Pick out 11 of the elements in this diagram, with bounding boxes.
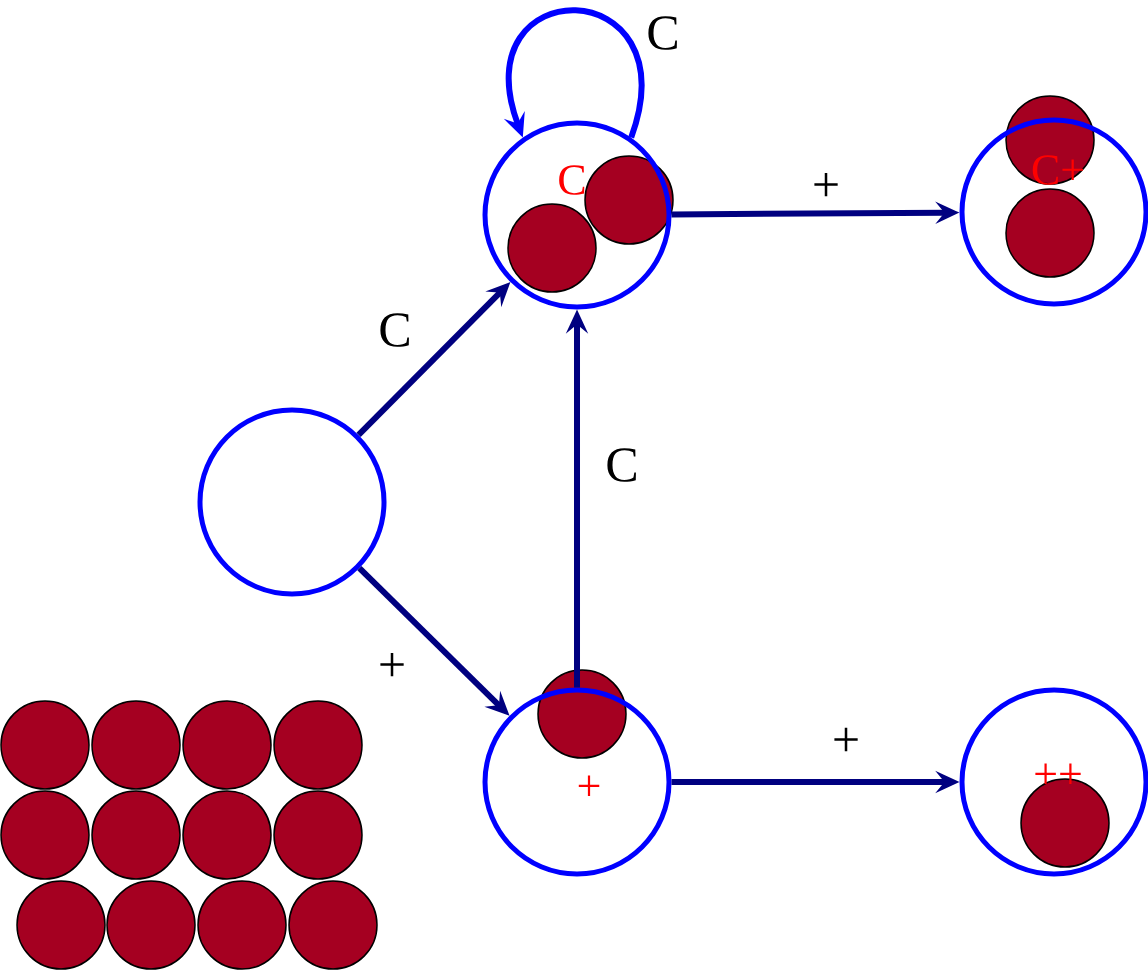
empty-circle: [197, 407, 387, 597]
state-circle-drawing: C: [482, 120, 674, 310]
edge-label: +: [810, 171, 842, 203]
edge-label: C: [645, 15, 681, 51]
state-circle-drawing: C+: [959, 95, 1148, 307]
edge-label: +: [376, 651, 408, 683]
state-circle-drawing: +: [482, 669, 672, 877]
edge-label: C: [377, 312, 413, 348]
edge-label: +: [830, 726, 862, 758]
state-circle-drawing: ++: [959, 687, 1148, 877]
edge-label: C: [604, 447, 640, 483]
